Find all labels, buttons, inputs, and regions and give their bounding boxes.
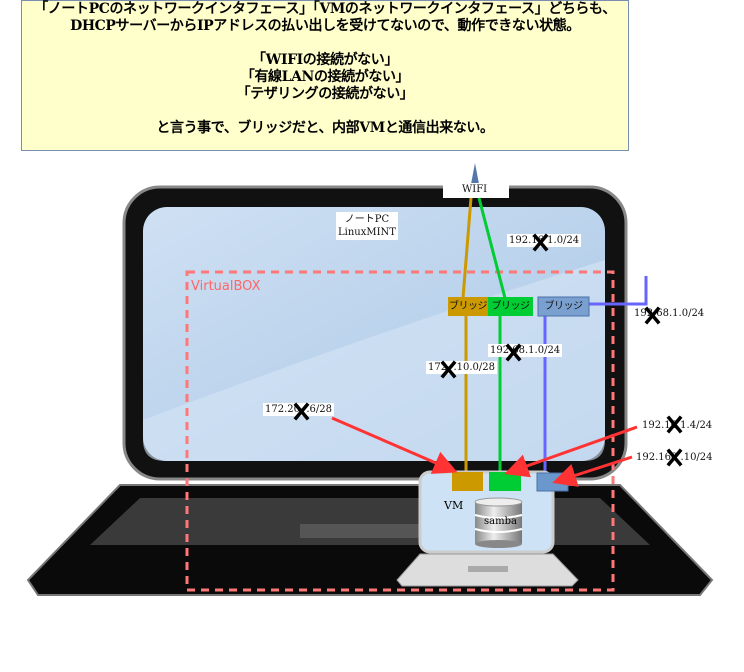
antenna-icon xyxy=(471,163,479,184)
bridge-blue xyxy=(537,296,590,317)
network-label: 192.16 1.0/24 xyxy=(507,234,582,247)
vm-port-green xyxy=(489,472,521,491)
explanation-box: 「ノートPCのネットワークインタフェース」「VMのネットワークインタフェース」ど… xyxy=(21,0,629,151)
network-label: 192 68.1.0/24 xyxy=(488,344,563,357)
host-os: LinuxMINT xyxy=(338,227,396,238)
bridge-label: ブリッジ xyxy=(449,301,488,312)
arrow xyxy=(331,416,458,474)
host-name: ノートPC xyxy=(344,214,390,225)
virtualbox-label: VirtualBOX xyxy=(191,279,261,294)
header-line: 「有線LANの接続がない」 xyxy=(240,69,410,85)
samba-label: samba xyxy=(484,516,517,527)
bridge-orange xyxy=(448,297,488,316)
vm-label: VM xyxy=(444,499,464,512)
host-label: ノートPC LinuxMINT xyxy=(336,212,398,240)
header-line: 「テザリングの接続がない」 xyxy=(236,86,414,102)
ip-label: 192.168 .10/24 xyxy=(636,452,713,463)
header-line: 「WIFIの接続がない」 xyxy=(252,52,398,68)
header-line: と言う事で、ブリッジだと、内部VMと通信出来ない。 xyxy=(156,120,494,136)
arrow xyxy=(504,425,638,478)
vm-port-orange xyxy=(452,472,483,491)
wifi-label: WIFI xyxy=(462,184,488,195)
bridge-label: ブリッジ xyxy=(491,301,531,312)
vm-port-blue xyxy=(536,472,569,492)
database-icon xyxy=(474,497,523,548)
touchpad xyxy=(300,524,440,538)
arrow xyxy=(552,455,633,487)
virtualbox-boundary xyxy=(185,270,615,592)
wifi-box xyxy=(443,183,509,198)
bridge-label: ブリッジ xyxy=(544,301,584,312)
network-label: 192 68.1.0/24 xyxy=(634,308,705,319)
network-label: 172. .10.0/28 xyxy=(426,361,497,374)
header-line: 「ノートPCのネットワークインタフェース」「VMのネットワークインタフェース」ど… xyxy=(34,1,616,17)
header-line: DHCPサーバーからIPアドレスの払い出しを受けてないので、動作できない状態。 xyxy=(70,18,580,34)
ip-label: 192.16 1.4/24 xyxy=(642,420,713,431)
ip-label: 172.20. .6/28 xyxy=(263,403,334,416)
bridge-green xyxy=(488,297,533,316)
